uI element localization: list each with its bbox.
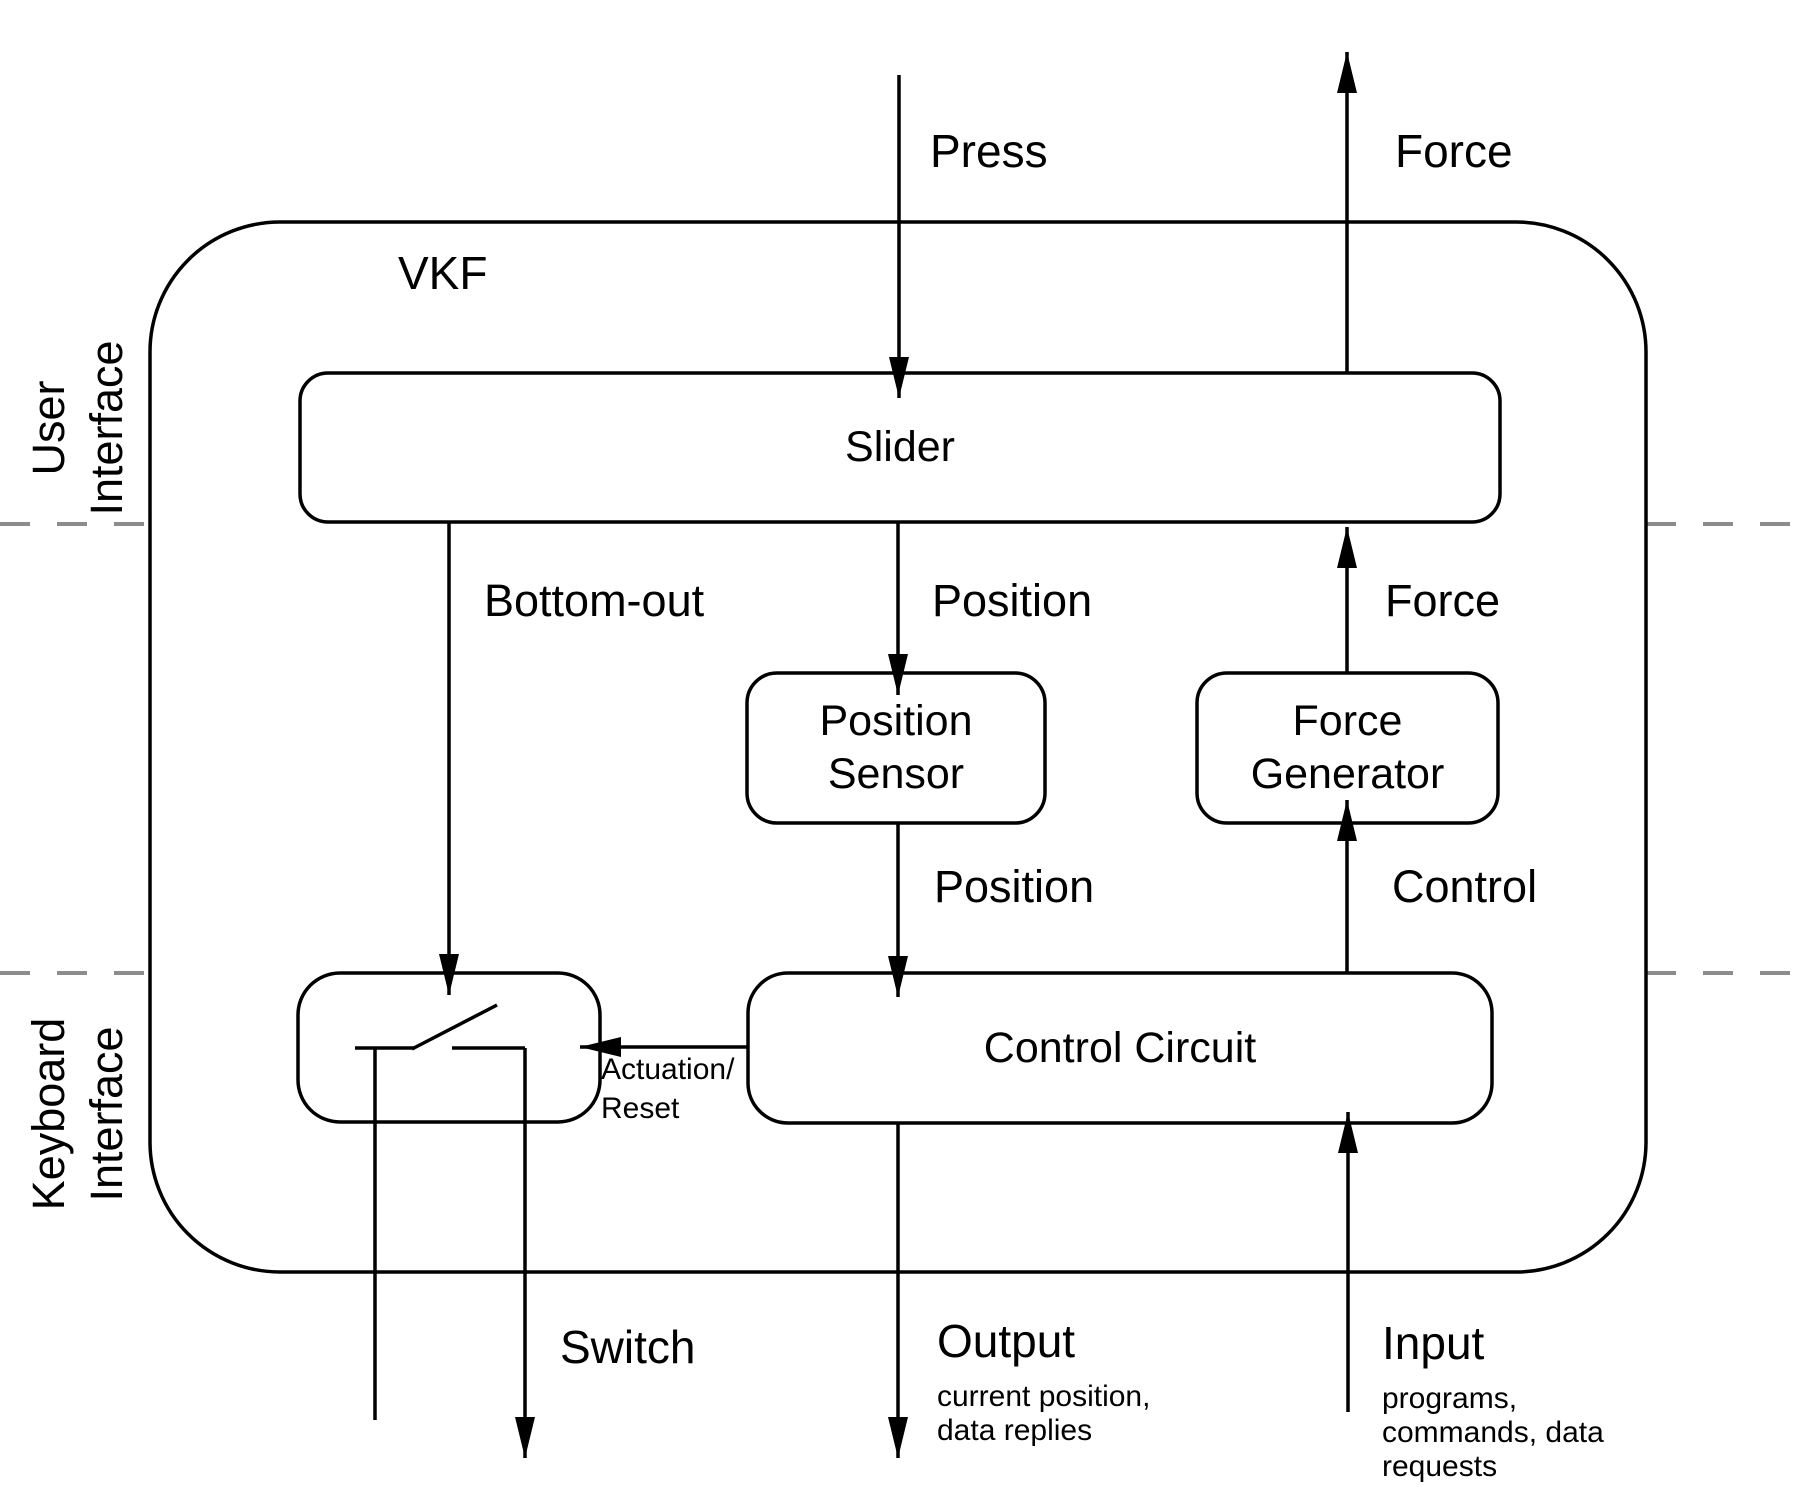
press-label: Press bbox=[930, 125, 1048, 177]
output-description: current position, data replies bbox=[937, 1380, 1151, 1447]
switch-symbol-icon bbox=[355, 1003, 525, 1420]
vkf-title: VKF bbox=[398, 247, 488, 299]
actuation-reset-label: Actuation/ Reset bbox=[601, 1053, 735, 1125]
user-interface-region-label: User Interface bbox=[23, 340, 132, 516]
switch-lever bbox=[411, 1003, 498, 1051]
keyboard-interface-region-label: Keyboard Interface bbox=[23, 1017, 132, 1211]
control-to-generator-label: Control bbox=[1392, 861, 1538, 912]
input-description: programs, commands, data requests bbox=[1382, 1382, 1604, 1483]
switch-box bbox=[296, 971, 602, 1124]
bottom-out-label: Bottom-out bbox=[484, 575, 705, 626]
signal-arrows bbox=[439, 52, 1358, 1458]
control-circuit-box-label: Control Circuit bbox=[983, 1023, 1257, 1072]
interface-divider-dashed-lines bbox=[0, 522, 1796, 975]
force-to-slider-label: Force bbox=[1385, 575, 1501, 626]
position-sensor-box-label: Position Sensor bbox=[819, 697, 973, 798]
position-to-control-label: Position bbox=[934, 861, 1095, 912]
position-to-sensor-label: Position bbox=[932, 575, 1093, 626]
force-generator-box-label: Force Generator bbox=[1250, 697, 1445, 798]
output-label: Output bbox=[937, 1315, 1076, 1367]
force-out-label: Force bbox=[1395, 125, 1513, 177]
input-label: Input bbox=[1382, 1317, 1485, 1369]
slider-box-label: Slider bbox=[845, 423, 955, 471]
switch-label: Switch bbox=[560, 1321, 696, 1373]
